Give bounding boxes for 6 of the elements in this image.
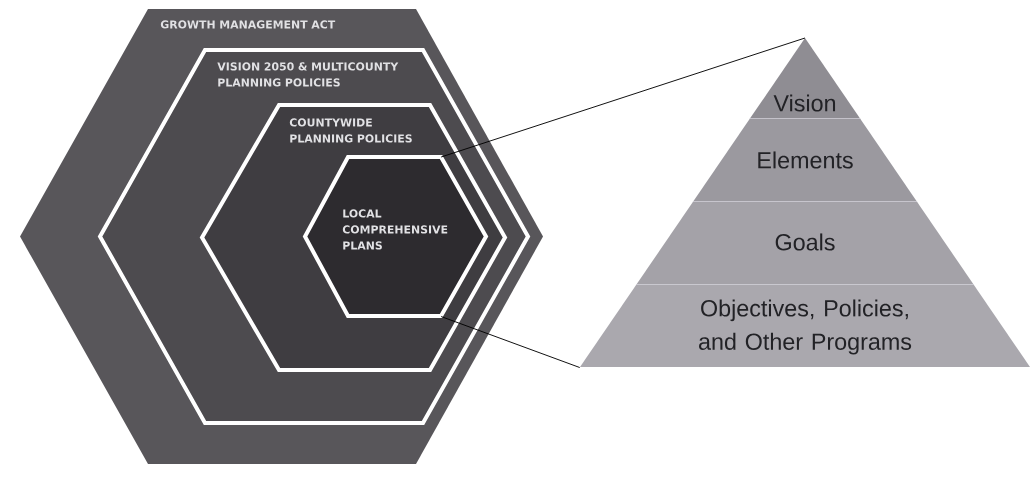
connector-line [440, 316, 581, 368]
pyramid-band: Vision [748, 38, 862, 120]
pyramid-band: Goals [635, 202, 975, 286]
pyramid-band: Objectives, Policies, and Other Programs [580, 285, 1030, 367]
connector-line [440, 37, 806, 158]
pyramid-band: Elements [692, 119, 918, 203]
